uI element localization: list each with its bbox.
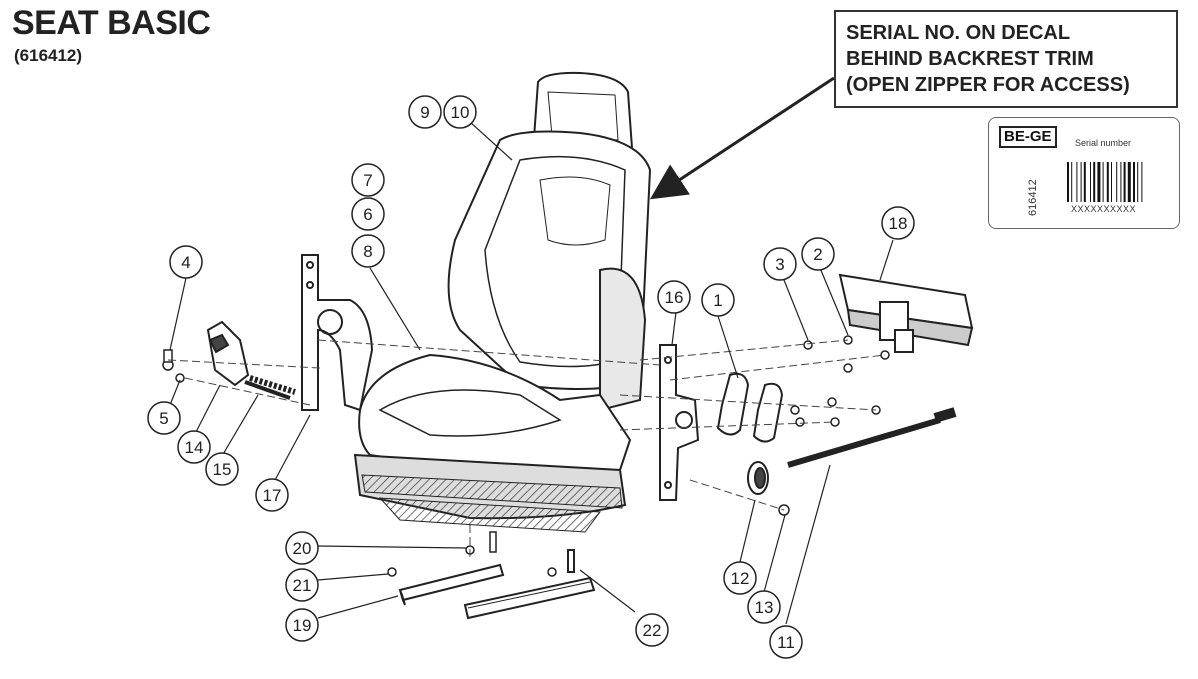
part-number-subtitle: (616412) [14,46,83,65]
diagram-title: SEAT BASIC [12,4,211,42]
callout-12: 12 [723,561,757,595]
callout-1: 1 [701,283,735,317]
callout-number: 20 [293,539,312,558]
lever-assembly [206,320,296,400]
callout-19: 19 [285,608,319,642]
callout-number: 16 [665,288,684,307]
knob [747,461,769,495]
decal-serial-placeholder: XXXXXXXXXX [1071,204,1137,214]
serial-location-arrow [649,76,835,200]
callout-number: 3 [775,255,784,274]
note-line: BEHIND BACKREST TRIM [846,48,1094,70]
callout-number: 9 [420,103,429,122]
callout-6: 6 [351,197,385,231]
callout-number: 14 [185,438,204,457]
decal-serial-label: Serial number [1075,138,1132,148]
barcode-icon [1067,162,1143,202]
callout-21: 21 [285,568,319,602]
callout-number: 1 [713,291,722,310]
callout-5: 5 [147,401,181,435]
svg-text:616412: 616412 [1027,179,1039,216]
crossbar [838,273,974,353]
cable-assembly [787,407,957,468]
callout-15: 15 [205,452,239,486]
seat-assembly [353,71,652,533]
callout-13: 13 [747,590,781,624]
serial-decal: BE-GE Serial number 616412 XXXXXXXXXX [988,117,1180,229]
serial-note-box: SERIAL NO. ON DECAL BEHIND BACKREST TRIM… [834,10,1178,108]
callout-number: 21 [293,576,312,595]
decal-brand-logo: BE-GE [999,126,1057,148]
note-line: (OPEN ZIPPER FOR ACCESS) [846,74,1130,96]
note-line: SERIAL NO. ON DECAL [846,22,1071,44]
callout-10: 10 [443,95,477,129]
callout-14: 14 [177,430,211,464]
callout-number: 17 [263,486,282,505]
callout-22: 22 [635,613,669,647]
callout-17: 17 [255,478,289,512]
assembly-lines [167,339,886,560]
callout-number: 13 [755,598,774,617]
callout-number: 6 [363,205,372,224]
callout-11: 11 [769,625,803,659]
callout-16: 16 [657,280,691,314]
callout-number: 2 [813,245,822,264]
right-bracket [659,344,700,501]
callout-number: 18 [889,214,908,233]
side-plates [716,372,784,443]
callout-2: 2 [801,237,835,271]
callout-number: 8 [363,242,372,261]
callout-number: 11 [777,633,795,652]
callout-18: 18 [881,206,915,240]
callout-7: 7 [351,163,385,197]
callout-20: 20 [285,531,319,565]
callout-number: 7 [363,171,372,190]
callout-number: 4 [181,253,190,272]
slide-rails [398,549,596,620]
callout-number: 15 [213,460,232,479]
callout-9: 9 [408,95,442,129]
callout-4: 4 [169,245,203,279]
callout-number: 5 [159,409,168,428]
callout-8: 8 [351,234,385,268]
callout-number: 10 [451,103,470,122]
callout-number: 19 [293,616,312,635]
decal-part-number: 616412 [1027,179,1039,216]
callout-number: 12 [731,569,750,588]
callout-number: 22 [643,621,662,640]
callout-3: 3 [763,247,797,281]
left-bracket [301,254,374,412]
